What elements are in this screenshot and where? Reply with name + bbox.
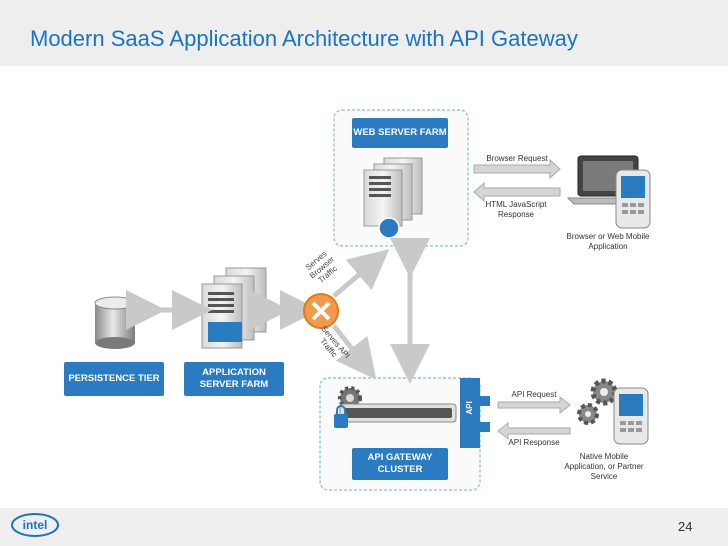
api-request-caption: API Request [511, 390, 557, 399]
web-server-farm-label: WEB SERVER FARM [352, 118, 448, 148]
gear-icon [338, 386, 362, 410]
intel-logo-text: intel [23, 518, 48, 532]
mobile-phone-icon [613, 387, 649, 445]
application-server-farm-label: APPLICATION SERVER FARM [184, 362, 284, 396]
browser-app-caption: Browser or Web Mobile Application [566, 232, 650, 251]
server-stack-icon [363, 157, 423, 239]
page-number: 24 [678, 519, 693, 534]
title-bar [0, 0, 728, 66]
connector-arrows [126, 238, 430, 384]
client-arrows [473, 158, 571, 441]
load-balancer-hub-icon [303, 293, 339, 329]
api-response-caption: API Response [508, 438, 560, 447]
phone-icon [615, 169, 651, 229]
persistence-tier-label: PERSISTENCE TIER [64, 362, 164, 396]
intel-logo: intel [11, 513, 59, 537]
database-icon [94, 296, 136, 349]
api-gateway-cluster-label: API GATEWAY CLUSTER [352, 448, 448, 480]
gears-icon [577, 378, 618, 425]
html-response-caption: HTML JavaScript Response [485, 200, 547, 219]
lock-icon [334, 405, 348, 428]
browser-request-caption: Browser Request [486, 154, 548, 163]
slide-title: Modern SaaS Application Architecture wit… [30, 26, 578, 51]
api-tag-label: API [465, 401, 474, 415]
native-app-caption: Native Mobile Application, or Partner Se… [564, 452, 644, 481]
app-server-stack-icon [201, 267, 267, 349]
footer-bar [0, 508, 728, 546]
